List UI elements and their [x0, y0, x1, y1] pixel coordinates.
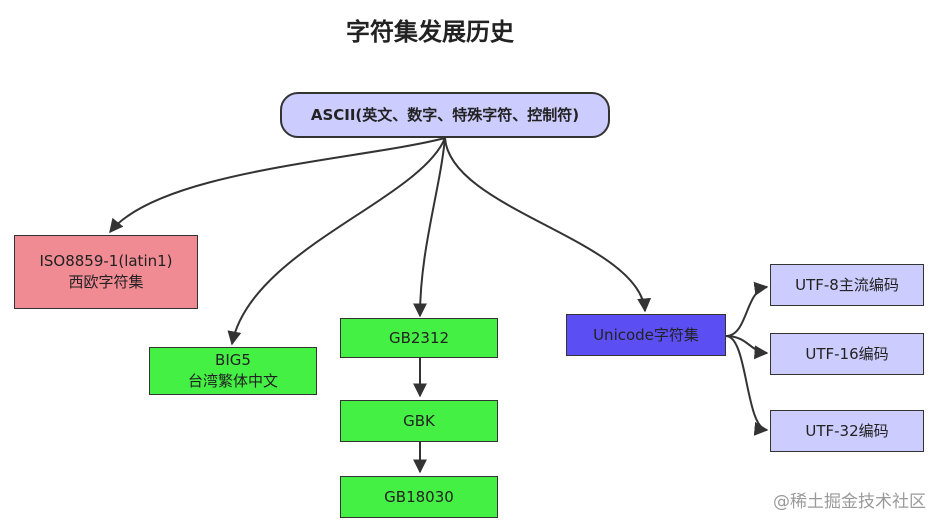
- edge-unicode-utf32: [725, 335, 769, 436]
- iso8859-node: ISO8859-1(latin1) 西欧字符集: [14, 235, 198, 309]
- ascii-label: ASCII(英文、数字、特殊字符、控制符): [310, 105, 580, 124]
- utf8-label: UTF-8主流编码: [795, 275, 899, 294]
- iso8859-label: ISO8859-1(latin1): [39, 252, 173, 270]
- utf32-label: UTF-32编码: [805, 421, 889, 440]
- gb18030-node: GB18030: [340, 476, 498, 518]
- edge-ascii-big5: [227, 137, 446, 346]
- edge-ascii-unicode: [444, 137, 652, 313]
- edge-unicode-utf16: [725, 335, 769, 360]
- iso8859-sublabel: 西欧字符集: [68, 273, 144, 291]
- watermark-text: @稀土掘金技术社区: [773, 492, 926, 512]
- big5-sublabel: 台湾繁体中文: [187, 372, 278, 390]
- ascii-node: ASCII(英文、数字、特殊字符、控制符): [280, 92, 610, 138]
- edge-unicode-utf8: [725, 281, 769, 337]
- gbk-node: GBK: [340, 400, 498, 442]
- utf16-node: UTF-16编码: [770, 333, 924, 375]
- utf16-label: UTF-16编码: [805, 344, 889, 363]
- utf8-node: UTF-8主流编码: [770, 264, 924, 306]
- unicode-node: Unicode字符集: [566, 314, 726, 356]
- gb2312-label: GB2312: [388, 328, 450, 347]
- edge-ascii-iso: [109, 137, 446, 234]
- unicode-label: Unicode字符集: [593, 325, 699, 344]
- gb2312-node: GB2312: [340, 318, 498, 358]
- diagram-title: 字符集发展历史: [346, 18, 514, 46]
- utf32-node: UTF-32编码: [770, 410, 924, 452]
- gbk-label: GBK: [403, 411, 435, 430]
- gb18030-label: GB18030: [384, 487, 454, 506]
- big5-label: BIG5: [215, 351, 251, 369]
- big5-node: BIG5 台湾繁体中文: [149, 347, 317, 395]
- edge-ascii-gb2312: [413, 137, 446, 318]
